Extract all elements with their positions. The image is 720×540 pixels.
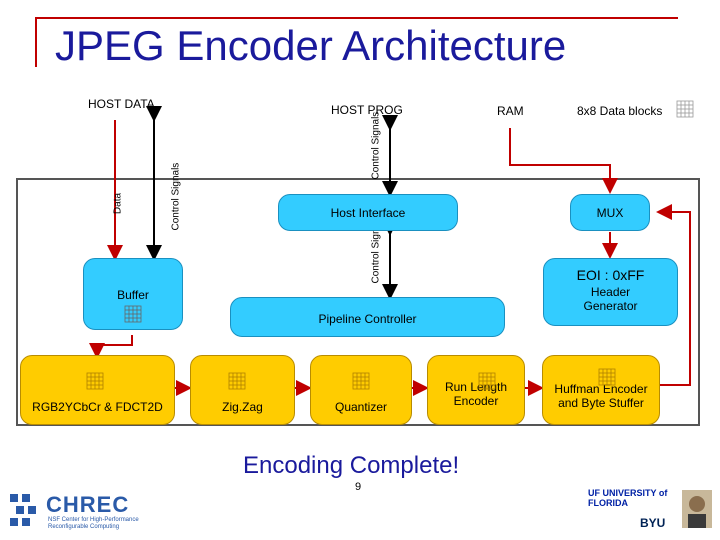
grid-icon	[352, 372, 370, 390]
data-blocks-label: 8x8 Data blocks	[577, 104, 663, 118]
huffman-feedback-arrow	[656, 204, 691, 386]
quantizer-block: Quantizer	[310, 355, 412, 425]
grid-icon	[598, 368, 616, 386]
chrec-mark-icon	[10, 494, 36, 526]
rle-block: Run Length Encoder	[427, 355, 525, 425]
zigzag-block: Zig.Zag	[190, 355, 295, 425]
host-data-label: HOST DATA	[88, 97, 155, 111]
chrec-logo: CHREC NSF Center for High-Performance Re…	[8, 490, 158, 532]
quantizer-label: Quantizer	[334, 400, 388, 414]
ram-label: RAM	[497, 104, 524, 118]
host-prog-label: HOST PROG	[331, 103, 403, 117]
page-number: 9	[355, 481, 362, 493]
control-signals-label: Control Signals	[370, 111, 382, 180]
header-generator-block: EOI : 0xFF Header Generator	[543, 258, 678, 326]
control-signals-label: Control Signals	[170, 162, 182, 231]
huffman-block: Huffman Encoder and Byte Stuffer	[542, 355, 660, 425]
header-generator-label: Header Generator	[583, 285, 638, 313]
data-signal-label: Data	[112, 192, 124, 215]
grid-icon	[478, 372, 496, 390]
uf-logo: UF UNIVERSITY of FLORIDA	[588, 488, 668, 508]
grid-icon	[124, 305, 142, 323]
encoder-frame	[16, 178, 700, 426]
zigzag-label: Zig.Zag	[222, 400, 263, 414]
title-frame-top	[35, 17, 678, 19]
grid-icon	[86, 372, 104, 390]
pipeline-controller-block: Pipeline Controller	[230, 297, 505, 337]
slide-title: JPEG Encoder Architecture	[55, 22, 567, 69]
ram-arrow	[509, 128, 618, 194]
grid-icon	[228, 372, 246, 390]
chrec-sub-text: NSF Center for High-Performance Reconfig…	[48, 517, 139, 530]
host-interface-block: Host Interface	[278, 194, 458, 231]
buffer-label: Buffer	[117, 288, 149, 302]
portrait-icon	[682, 490, 712, 528]
huffman-label: Huffman Encoder and Byte Stuffer	[554, 382, 648, 410]
chrec-logo-text: CHREC	[46, 492, 130, 517]
control-signals-label: Control Signals	[370, 215, 382, 284]
university-logos: UF UNIVERSITY of FLORIDA BYU	[588, 488, 713, 538]
mux-block: MUX	[570, 194, 650, 231]
buffer-to-rgb-arrow	[89, 335, 133, 359]
encoding-complete-label: Encoding Complete!	[243, 452, 460, 479]
eoi-label: EOI : 0xFF	[576, 267, 645, 283]
rle-label: Run Length Encoder	[444, 380, 508, 408]
title-frame-left	[35, 17, 37, 67]
byu-logo: BYU	[640, 516, 666, 530]
rgb-fdct-block: RGB2YCbCr & FDCT2D	[20, 355, 175, 425]
rgb-fdct-label: RGB2YCbCr & FDCT2D	[32, 400, 163, 414]
grid-icon	[676, 100, 694, 118]
